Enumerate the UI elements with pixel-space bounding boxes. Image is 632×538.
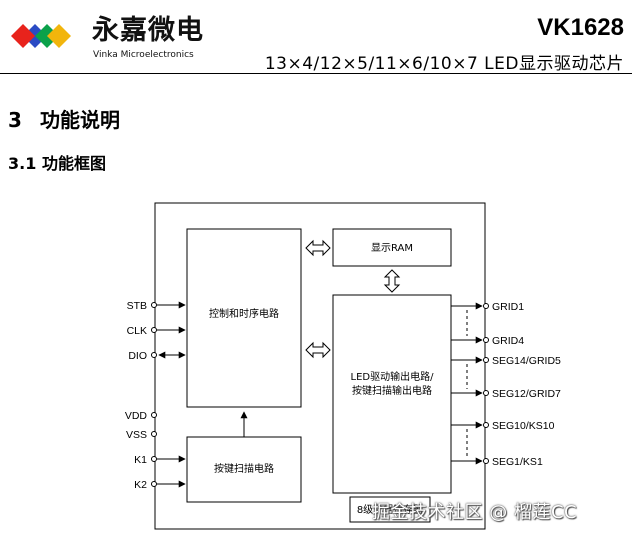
pin-label-seg10: SEG10/KS10 <box>492 420 555 432</box>
control-ram-bus-arrow <box>305 239 331 257</box>
ram-block <box>332 228 452 267</box>
latch-block-label: 8级数据锁存器 <box>357 503 423 516</box>
control-block-label: 控制和时序电路 <box>209 307 279 320</box>
vinka-logo-icon <box>11 24 71 48</box>
left-pin-k2: K2 <box>134 479 186 491</box>
right-pin-grid1: GRID1 <box>451 301 524 313</box>
left-pin-clk: CLK <box>127 325 186 337</box>
header-divider <box>0 73 632 74</box>
pin-label-dio: DIO <box>128 350 147 362</box>
pin-label-grid1: GRID1 <box>492 301 524 313</box>
subsection-heading: 3.1 功能框图 <box>8 150 106 174</box>
section-number: 3 <box>8 108 22 132</box>
left-pin-dio: DIO <box>128 350 186 362</box>
brand-name-en: Vinka Microelectronics <box>93 50 194 60</box>
right-pin-grid4: GRID4 <box>451 335 524 347</box>
control-driver-bus-arrow <box>305 341 331 359</box>
watermark-text: 掘金技术社区 @ 榴莲CC <box>372 502 578 523</box>
pin-label-clk: CLK <box>127 325 147 337</box>
chip-model: VK1628 <box>537 14 624 41</box>
latch-block <box>349 496 431 523</box>
pin-label-k2: K2 <box>134 479 147 491</box>
pin-label-stb: STB <box>127 300 147 312</box>
left-pin-stb: STB <box>127 300 186 312</box>
right-pin-seg12: SEG12/GRID7 <box>451 388 561 400</box>
ram-block-label: 显示RAM <box>371 242 413 254</box>
keyscan-block-label: 按键扫描电路 <box>214 462 274 475</box>
pin-label-vss: VSS <box>126 429 147 441</box>
left-pin-vdd: VDD <box>125 410 157 422</box>
pin-label-seg1: SEG1/KS1 <box>492 456 543 468</box>
right-pin-seg1: SEG1/KS1 <box>451 456 543 468</box>
section-heading: 3 功能说明 <box>8 104 120 133</box>
pin-label-seg12: SEG12/GRID7 <box>492 388 561 400</box>
subsection-title: 功能框图 <box>42 154 107 173</box>
driver-block-label-line2: 按键扫描输出电路 <box>352 384 432 397</box>
subsection-number: 3.1 <box>8 154 37 173</box>
driver-block-label-line1: LED驱动输出电路/ <box>351 370 435 383</box>
pin-label-vdd: VDD <box>125 410 148 422</box>
driver-block <box>332 294 452 494</box>
control-block <box>186 228 302 408</box>
right-pin-seg10: SEG10/KS10 <box>451 420 555 432</box>
chip-outline <box>154 202 486 530</box>
left-pin-k1: K1 <box>134 454 186 466</box>
chip-subtitle: 13×4/12×5/11×6/10×7 LED显示驱动芯片 <box>264 54 624 74</box>
section-title: 功能说明 <box>40 108 120 132</box>
pin-label-seg14: SEG14/GRID5 <box>492 355 561 367</box>
brand-name-cn: 永嘉微电 <box>92 15 204 46</box>
pin-label-grid4: GRID4 <box>492 335 524 347</box>
right-pin-seg14: SEG14/GRID5 <box>451 355 561 367</box>
ram-driver-bus-arrow <box>383 269 401 293</box>
pin-label-k1: K1 <box>134 454 147 466</box>
left-pin-vss: VSS <box>126 429 157 441</box>
